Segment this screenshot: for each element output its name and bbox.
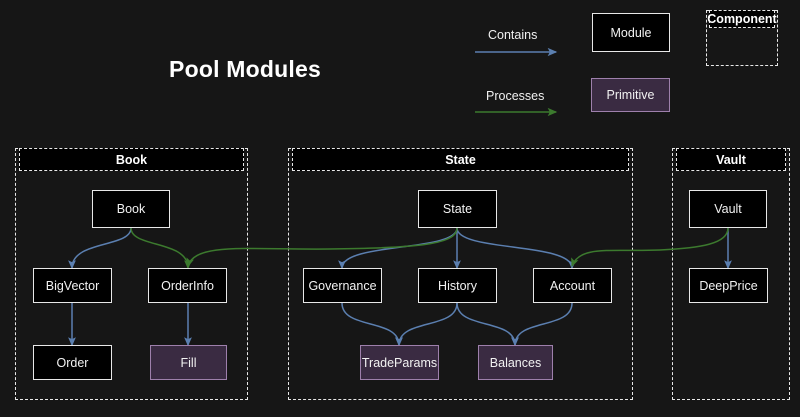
node-deepprice[interactable]: DeepPrice [689, 268, 768, 303]
node-book[interactable]: Book [92, 190, 170, 228]
group-header-book: Book [19, 148, 244, 171]
edge-book-to-bigvector [68, 227, 132, 270]
node-tradeparams[interactable]: TradeParams [360, 345, 439, 380]
node-account[interactable]: Account [533, 268, 612, 303]
edge-account-to-balances [511, 302, 573, 347]
component-legend-label: Component [707, 10, 777, 28]
edge-state-to-account [456, 227, 576, 270]
node-order[interactable]: Order [33, 345, 112, 380]
contains-legend-label: Contains [488, 28, 538, 42]
edge-book-to-orderinfo [130, 227, 192, 270]
node-vault[interactable]: Vault [689, 190, 767, 228]
node-state[interactable]: State [418, 190, 497, 228]
node-governance[interactable]: Governance [303, 268, 382, 303]
node-balances[interactable]: Balances [478, 345, 553, 380]
module-legend-box: Module [592, 13, 670, 52]
group-header-vault: Vault [676, 148, 786, 171]
primitive-legend-box: Primitive [591, 78, 670, 112]
edge-state-to-orderinfo [186, 227, 458, 268]
node-history[interactable]: History [418, 268, 497, 303]
page-title: Pool Modules [169, 56, 321, 82]
node-bigvector[interactable]: BigVector [33, 268, 112, 303]
node-fill[interactable]: Fill [150, 345, 227, 380]
edge-history-to-tradeparams [395, 302, 458, 347]
node-orderinfo[interactable]: OrderInfo [148, 268, 227, 303]
edge-vault-to-account [571, 227, 729, 268]
group-header-state: State [292, 148, 629, 171]
processes-legend-label: Processes [486, 89, 545, 103]
